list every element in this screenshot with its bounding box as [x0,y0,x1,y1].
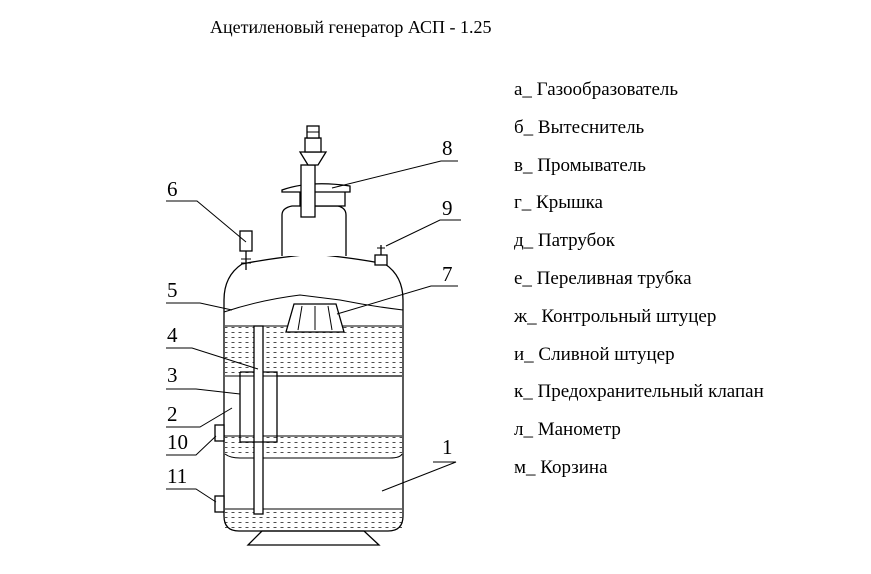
callout-11: 11 [167,464,187,488]
water-zone-lower [225,509,402,530]
callout-7: 7 [442,262,453,286]
callout-5: 5 [167,278,178,302]
valve-cone [298,151,328,166]
callout-4: 4 [167,323,178,347]
legend-item-a: а_ Газообразователь [514,79,679,100]
left-fitting [239,230,253,270]
drain-fitting [214,495,225,513]
callout-10: 10 [167,430,188,454]
legend-item-v: в_ Промыватель [514,154,646,176]
legend-item-i: и_ Сливной штуцер [514,343,675,365]
control-fitting [214,424,225,442]
overflow-tube [253,325,264,515]
right-fitting [374,245,388,266]
callout-8: 8 [442,136,453,160]
callout-6: 6 [167,177,178,201]
top-pipe [300,164,316,218]
legend-item-k: к_ Предохранительный клапан [514,381,764,403]
water-zone-upper [225,326,402,376]
water-zone-middle [225,436,402,454]
legend-item-d: д_ Патрубок [514,230,616,252]
leader-lines [166,160,461,503]
legend-item-l: л_ Манометр [514,419,621,441]
callout-3: 3 [167,363,178,387]
diagram-title: Ацетиленовый генератор АСП - 1.25 [210,17,492,37]
displacer [239,372,402,443]
legend-item-g: г_ Крышка [514,192,603,214]
legend-item-b: б_ Вытеснитель [514,116,645,138]
legend-item-m: м_ Корзина [514,456,608,478]
legend-list: а_ Газообразователь б_ Вытеснитель в_ Пр… [514,78,764,494]
base-stand [246,530,381,546]
callout-9: 9 [442,196,453,220]
callout-2: 2 [167,402,178,426]
generator-body [223,253,404,532]
upper-partition [223,294,404,313]
legend-item-e: е_ Переливная трубка [514,267,692,289]
legend-item-zh: ж_ Контрольный штуцер [514,305,717,327]
callout-1: 1 [442,435,453,459]
top-column [281,125,351,256]
